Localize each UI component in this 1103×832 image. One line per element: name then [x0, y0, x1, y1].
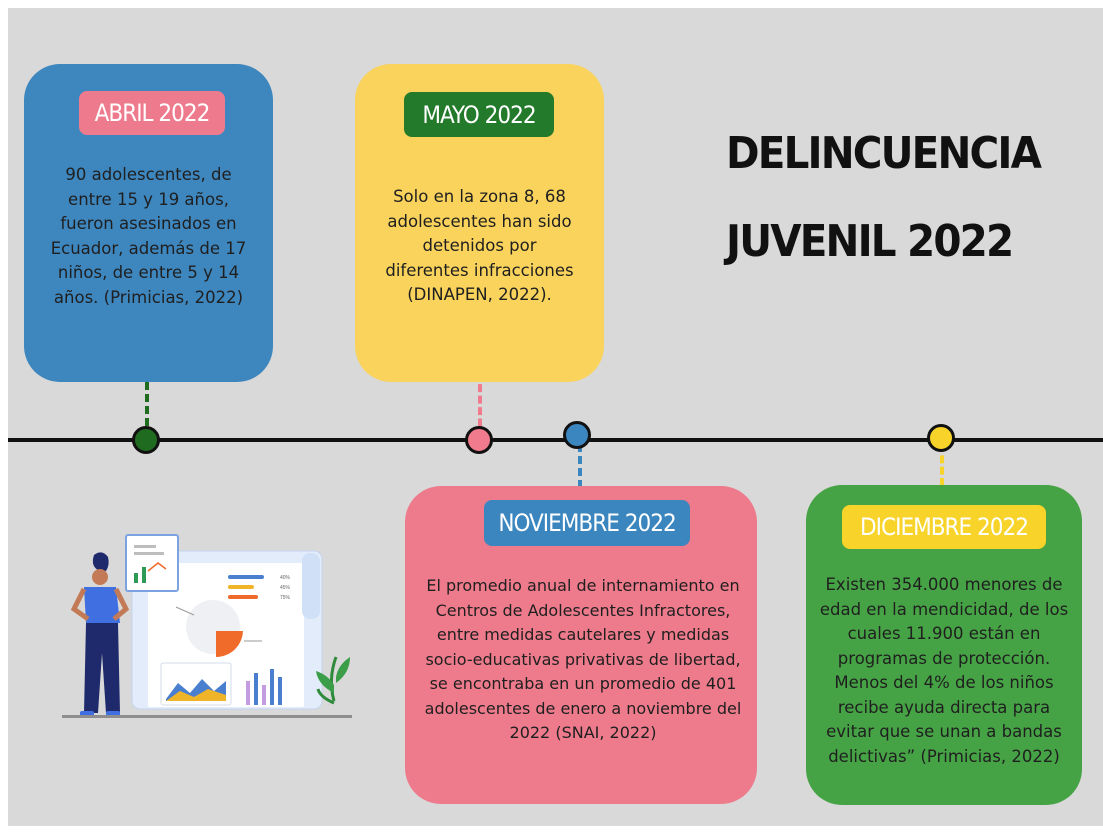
title-line-1: DELINCUENCIA	[726, 128, 1042, 179]
floor-line	[62, 715, 352, 718]
event-text-mayo: Solo en la zona 8, 68 adolescentes han s…	[385, 187, 574, 304]
area-chart-graphic	[160, 662, 232, 706]
connector-noviembre	[578, 444, 582, 488]
event-card-noviembre: NOVIEMBRE 2022 El promedio anual de inte…	[405, 486, 757, 804]
legend-bars: 40% 45% 75%	[228, 575, 291, 601]
event-card-abril: ABRIL 2022 90 adolescentes, de entre 15 …	[24, 64, 273, 382]
legend-value-2: 45%	[280, 585, 291, 591]
event-badge-mayo: MAYO 2022	[404, 92, 554, 137]
event-card-mayo: MAYO 2022 Solo en la zona 8, 68 adolesce…	[355, 64, 604, 382]
event-text-noviembre: El promedio anual de internamiento en Ce…	[424, 576, 742, 742]
person-figure	[70, 552, 130, 717]
connector-abril	[145, 382, 149, 438]
legend-value-3: 75%	[280, 595, 291, 601]
timeline-dot-noviembre	[563, 421, 591, 449]
event-text-diciembre: Existen 354.000 menores de edad en la me…	[819, 575, 1069, 766]
bar-chart-graphic	[246, 669, 282, 705]
timeline-dot-diciembre	[927, 424, 955, 452]
timeline-line	[8, 438, 1103, 442]
event-badge-abril: ABRIL 2022	[79, 91, 225, 135]
event-text-abril: 90 adolescentes, de entre 15 y 19 años, …	[50, 165, 247, 307]
title-line-2: JUVENIL 2022	[726, 216, 1014, 267]
infographic-canvas: DELINCUENCIA JUVENIL 2022 ABRIL 2022 90 …	[8, 8, 1103, 826]
event-card-diciembre: DICIEMBRE 2022 Existen 354.000 menores d…	[806, 485, 1082, 805]
plant-graphic	[316, 656, 350, 705]
legend-value-1: 40%	[280, 575, 291, 581]
analyst-illustration: 40% 45% 75%	[62, 534, 352, 718]
event-badge-noviembre: NOVIEMBRE 2022	[484, 500, 690, 546]
pie-chart-graphic	[175, 600, 262, 657]
connector-diciembre	[940, 444, 944, 486]
event-badge-diciembre: DICIEMBRE 2022	[842, 505, 1046, 549]
timeline-dot-mayo	[465, 426, 493, 454]
popup-chart-card	[125, 534, 179, 592]
timeline-dot-abril	[132, 426, 160, 454]
